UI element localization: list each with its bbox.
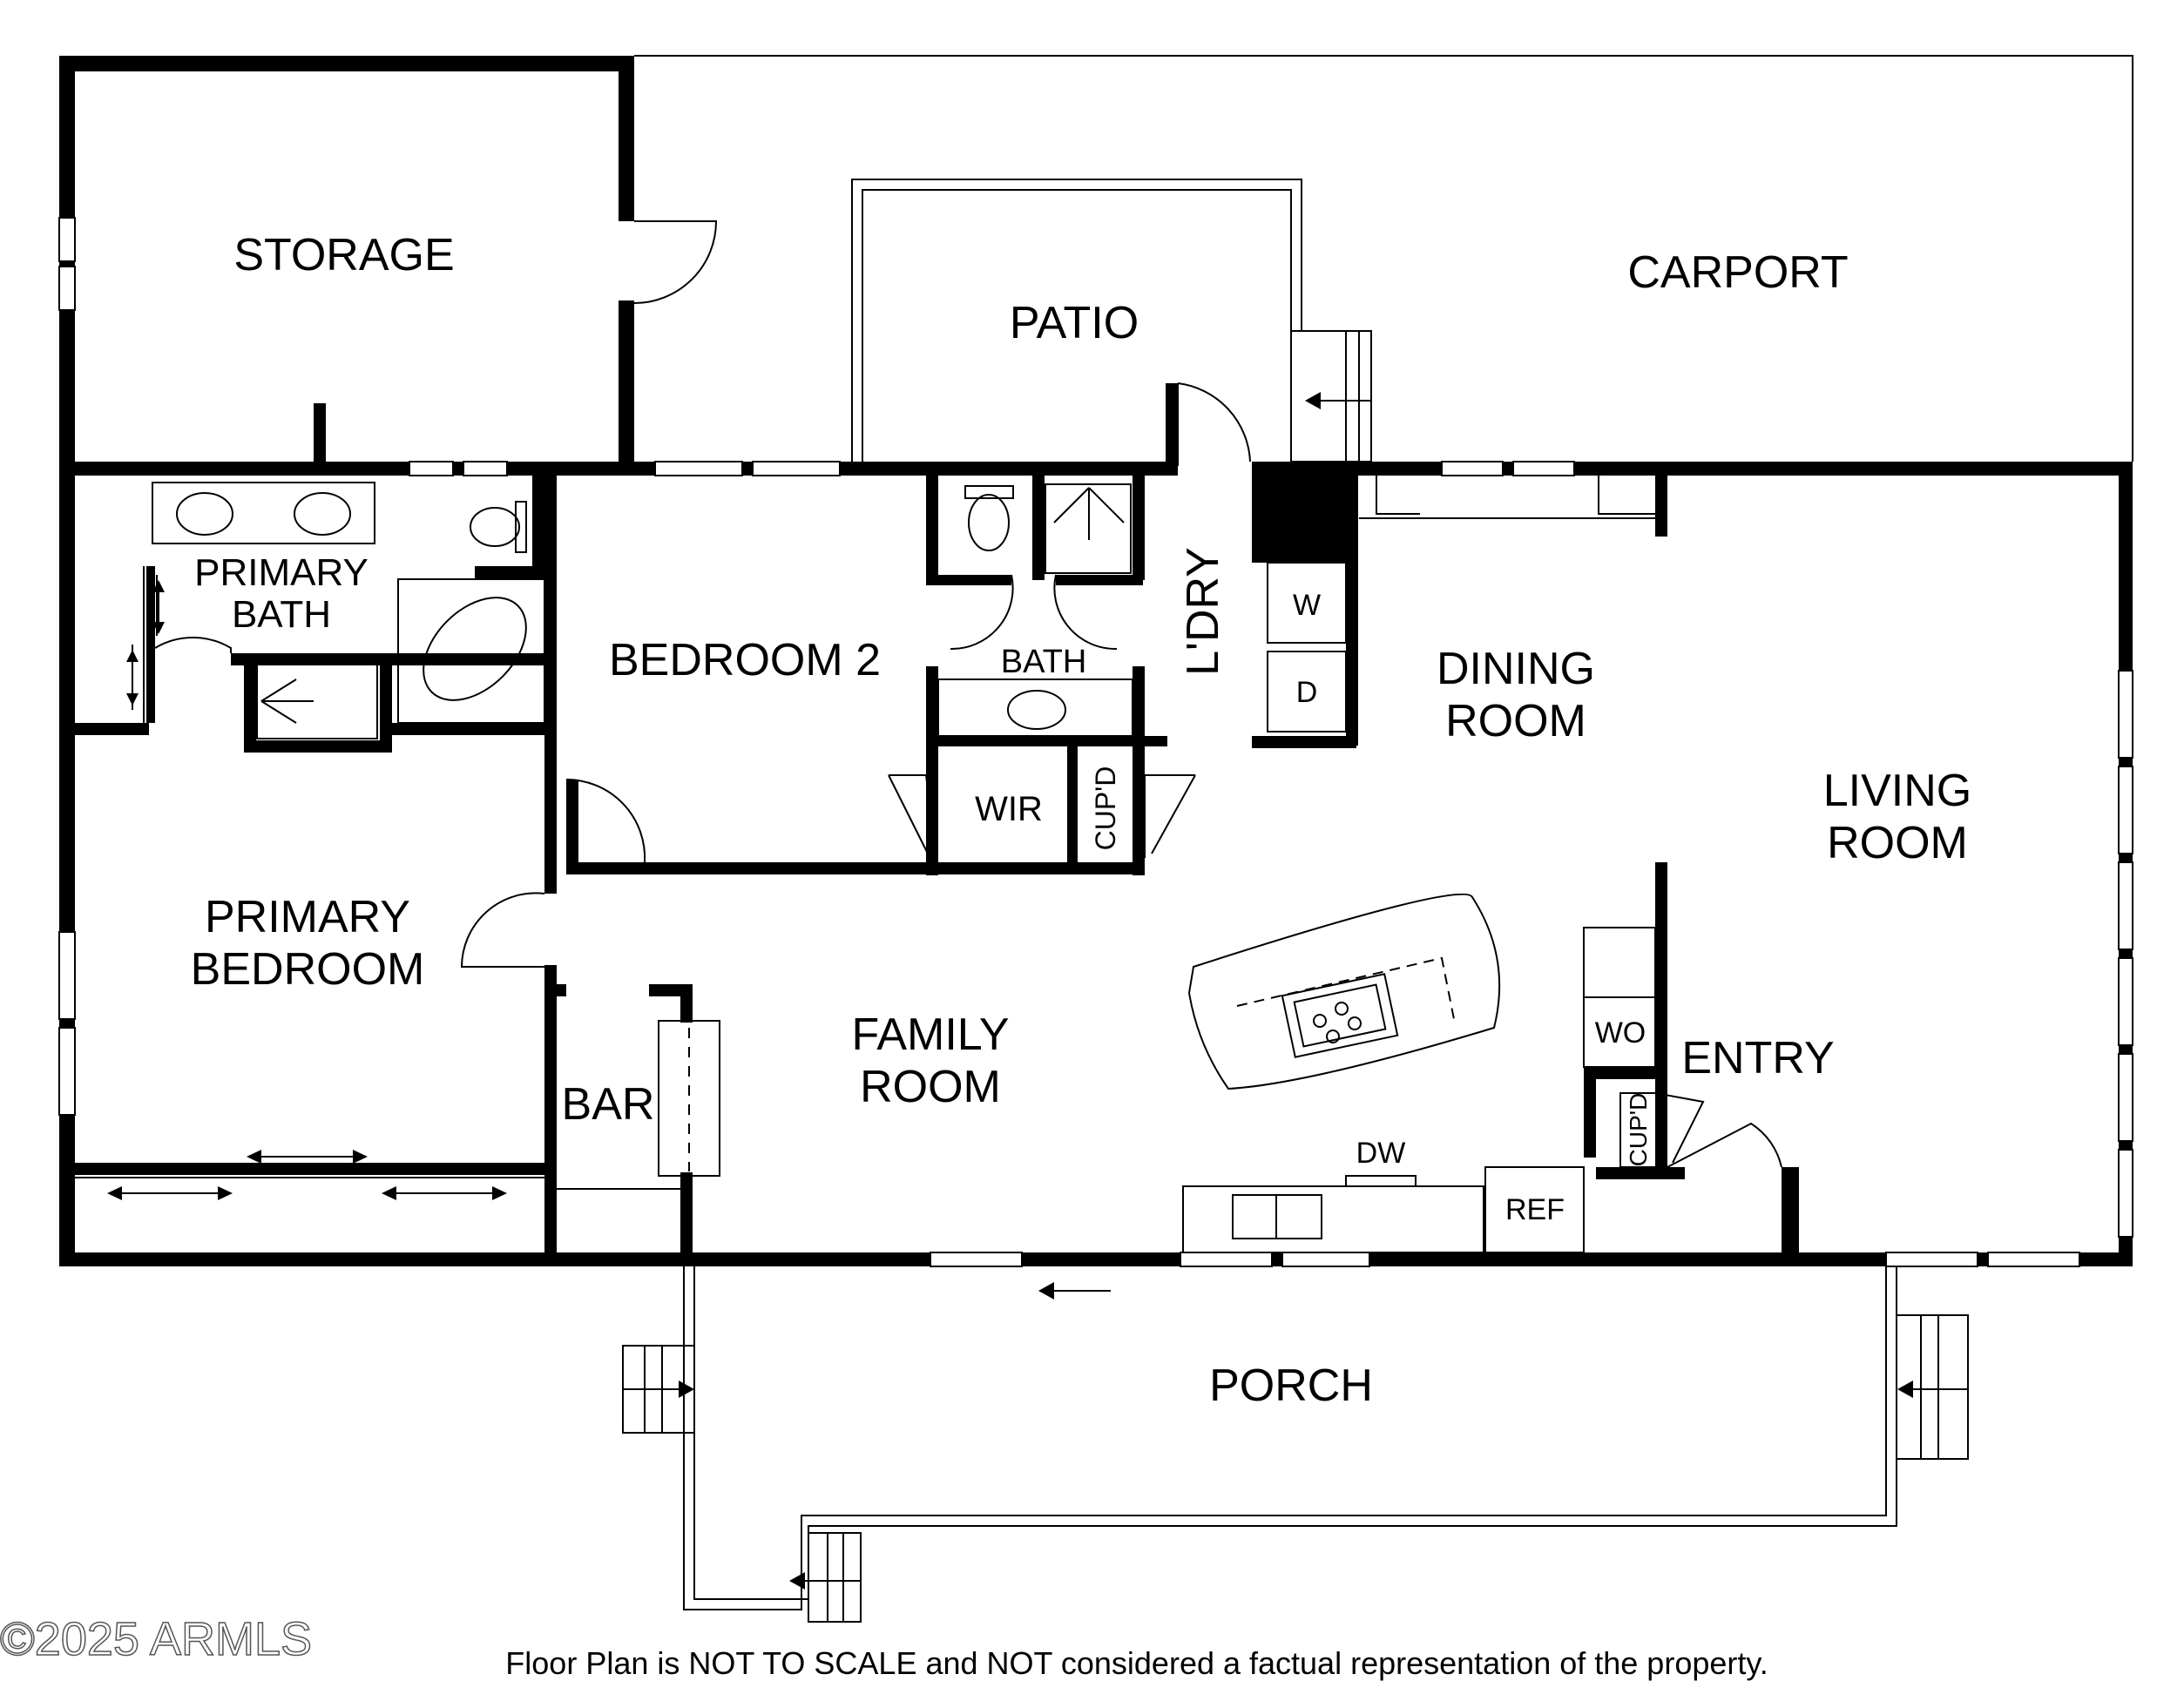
label-cupd-entry: CUP'D xyxy=(1625,1093,1652,1167)
label-porch: PORCH xyxy=(1209,1360,1373,1411)
room-labels: STORAGE PATIO CARPORT PRIMARY BATH BEDRO… xyxy=(191,230,1972,1411)
label-cupd-hall: CUP'D xyxy=(1090,766,1121,851)
label-dining-line1: DINING xyxy=(1437,644,1595,694)
label-dining-line2: ROOM xyxy=(1445,696,1586,746)
label-primary-bedroom-line1: PRIMARY xyxy=(205,892,410,942)
label-storage: STORAGE xyxy=(233,230,454,280)
fixtures xyxy=(75,476,1658,1253)
label-wall-oven: WO xyxy=(1595,1016,1646,1050)
label-family-line1: FAMILY xyxy=(851,1009,1009,1060)
label-patio: PATIO xyxy=(1010,298,1139,348)
label-carport: CARPORT xyxy=(1627,247,1848,298)
doors xyxy=(154,220,1782,1168)
watermark: ©2025 ARMLS xyxy=(0,1613,312,1665)
label-dishwasher: DW xyxy=(1356,1137,1406,1170)
windows xyxy=(58,217,2133,1267)
label-primary-bath-line2: BATH xyxy=(232,593,331,636)
label-primary-bath-line1: PRIMARY xyxy=(194,551,369,594)
label-bedroom-2: BEDROOM 2 xyxy=(609,635,881,685)
label-refrigerator: REF xyxy=(1505,1193,1565,1226)
label-entry: ENTRY xyxy=(1681,1033,1834,1084)
label-primary-bedroom-line2: BEDROOM xyxy=(191,944,425,995)
label-washer: W xyxy=(1293,589,1321,622)
arrows xyxy=(107,392,1967,1590)
label-wir: WIR xyxy=(975,790,1043,828)
label-bath: BATH xyxy=(1001,644,1087,680)
disclaimer-text: Floor Plan is NOT TO SCALE and NOT consi… xyxy=(505,1645,1768,1681)
label-bar: BAR xyxy=(562,1079,655,1130)
label-dryer: D xyxy=(1296,676,1318,709)
label-living-line1: LIVING xyxy=(1823,766,1972,816)
label-laundry: L'DRY xyxy=(1178,547,1228,676)
label-family-line2: ROOM xyxy=(860,1062,1001,1112)
label-living-line2: ROOM xyxy=(1827,818,1968,868)
appliance-labels: W D WO DW REF xyxy=(1293,589,1646,1226)
